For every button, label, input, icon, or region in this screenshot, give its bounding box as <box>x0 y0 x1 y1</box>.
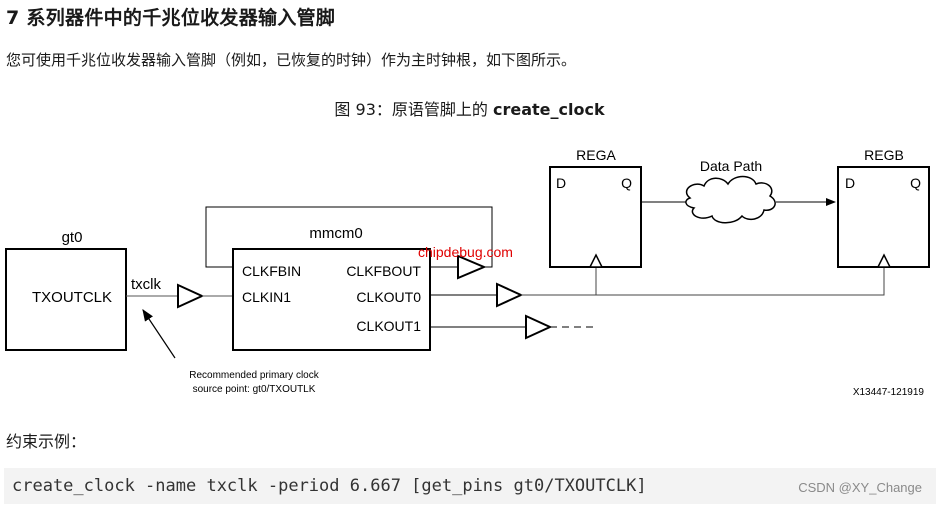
pin-clkfbin: CLKFBIN <box>242 263 301 279</box>
constraint-example-heading: 约束示例： <box>6 432 87 451</box>
pin-clkout1: CLKOUT1 <box>356 318 421 334</box>
pin-clkout0: CLKOUT0 <box>356 289 421 305</box>
pin-clkfbout: CLKFBOUT <box>346 263 421 279</box>
code-line: create_clock -name txclk -period 6.667 [… <box>12 476 647 496</box>
rega-title: REGA <box>576 147 616 163</box>
annotation-line2: source point: gt0/TXOUTLK <box>193 384 316 395</box>
regb-block <box>837 166 930 268</box>
site-watermark: chipdebug.com <box>418 244 513 260</box>
clock-distribution-wire <box>521 267 885 296</box>
feedback-return-wire <box>205 206 493 268</box>
annotation-arrow <box>142 309 176 359</box>
clock-diagram: gt0 TXOUTCLK txclk Recommended primary c… <box>5 147 930 398</box>
data-path-cloud <box>685 175 776 224</box>
rega-d-pin: D <box>556 175 566 191</box>
clkout0-buffer <box>496 282 524 308</box>
regb-clock-pin <box>876 253 892 268</box>
figure-caption: 图 93：原语管脚上的 create_clock <box>0 96 939 120</box>
section-heading: 7 系列器件中的千兆位收发器输入管脚 <box>6 7 336 29</box>
regb-q-pin: Q <box>910 175 921 191</box>
txclk-label: txclk <box>131 276 162 293</box>
data-path-label: Data Path <box>700 158 762 174</box>
pin-clkin1: CLKIN1 <box>242 289 291 305</box>
input-buffer <box>177 283 205 309</box>
rega-clock-pin <box>588 253 604 268</box>
figure-id: X13447-121919 <box>853 387 925 398</box>
code-block: create_clock -name txclk -period 6.667 [… <box>4 468 936 504</box>
gt0-title: gt0 <box>62 229 83 246</box>
caption-prefix: 图 93：原语管脚上的 <box>334 100 493 119</box>
feedback-buffer <box>457 254 487 280</box>
rega-block <box>549 166 642 268</box>
mmcm0-title: mmcm0 <box>309 225 362 242</box>
rega-q-pin: Q <box>621 175 632 191</box>
gt0-block <box>5 248 127 351</box>
intro-paragraph: 您可使用千兆位收发器输入管脚（例如，已恢复的时钟）作为主时钟根，如下图所示。 <box>6 51 577 69</box>
gt0-pin-txoutclk: TXOUTCLK <box>32 289 112 306</box>
annotation-line1: Recommended primary clock <box>189 370 319 381</box>
clkout1-buffer <box>525 314 553 340</box>
caption-code: create_clock <box>492 100 605 119</box>
author-credit: CSDN @XY_Change <box>798 480 922 495</box>
regb-title: REGB <box>864 147 904 163</box>
regb-d-pin: D <box>845 175 855 191</box>
mmcm0-block <box>232 248 431 351</box>
